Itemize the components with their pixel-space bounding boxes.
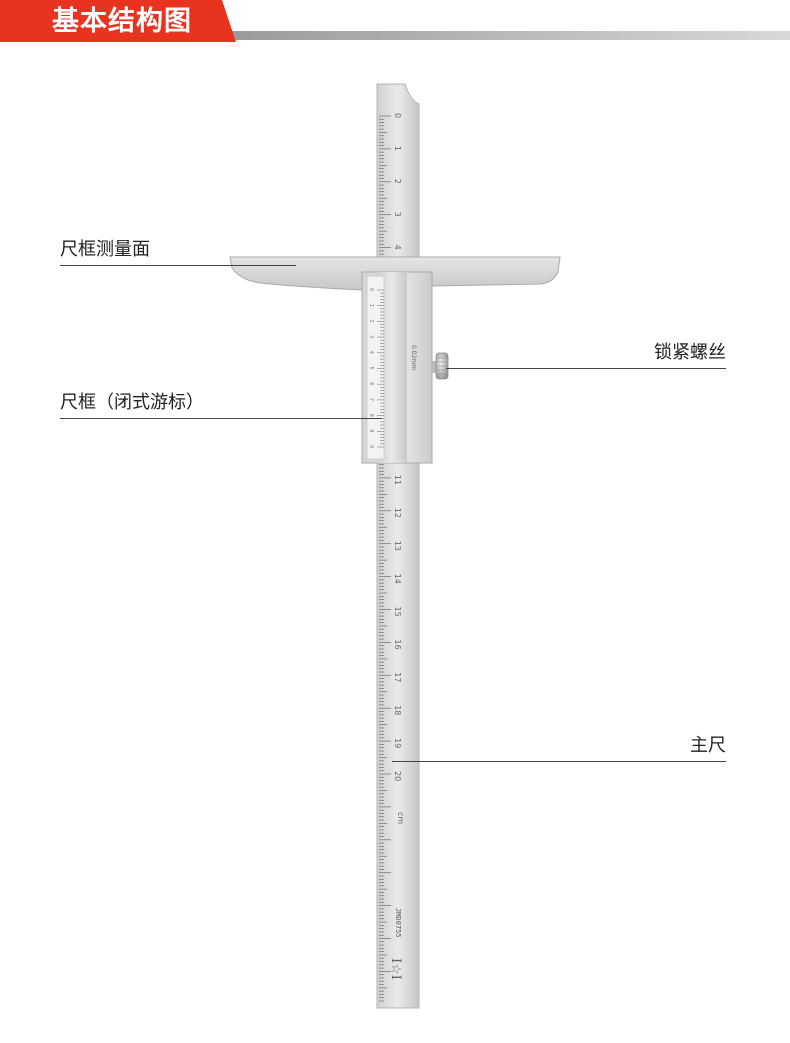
lock-screw-knurl	[437, 357, 447, 375]
vernier-number: 0	[368, 445, 374, 448]
vernier-ticks	[377, 289, 384, 448]
vernier-number: 5	[368, 367, 374, 370]
main-scale-number: 11	[393, 475, 402, 485]
vernier-numbers: 0 1 2 3 4 5 6 7 8 9 0	[368, 288, 374, 448]
main-scale-number: 12	[393, 508, 402, 518]
lock-screw-leader	[446, 368, 726, 369]
vernier-number: 2	[368, 319, 374, 322]
header-tab	[0, 0, 236, 42]
main-scale-number: 2	[393, 179, 402, 184]
header-bar: 基本结构图	[0, 0, 790, 42]
vernier-reading: 0.02mm	[410, 345, 417, 370]
vernier-number: 6	[368, 382, 374, 385]
main-scale-number: 18	[393, 705, 402, 715]
vernier-number: 1	[368, 304, 374, 307]
vernier-number: 9	[368, 429, 374, 432]
vernier-plate	[366, 275, 385, 460]
main-scale-number: 17	[393, 672, 402, 682]
main-scale-number: 19	[393, 738, 402, 748]
main-scale-leader	[392, 761, 726, 762]
main-scale-number: 14	[393, 574, 402, 584]
page-title: 基本结构图	[52, 6, 192, 37]
main-scale-number: 20	[393, 771, 402, 781]
main-scale-label: 主尺	[690, 735, 726, 756]
main-scale-number: 4	[393, 245, 402, 250]
header-divider-line	[228, 31, 790, 40]
main-scale-number: 16	[393, 639, 402, 649]
main-scale-number: 13	[393, 541, 402, 551]
main-scale-number: 1	[393, 146, 402, 151]
main-scale-number: 15	[393, 607, 402, 617]
model-code: JMD0755	[394, 908, 402, 938]
frame-leader	[60, 418, 382, 419]
lock-screw-label: 锁紧螺丝	[654, 342, 726, 363]
lock-screw-stem	[432, 361, 438, 373]
measuring-face-label: 尺框测量面	[60, 239, 150, 260]
vernier-number: 3	[368, 335, 374, 338]
measuring-face-leader	[60, 265, 296, 266]
main-scale-number: 0	[393, 113, 402, 118]
vernier-number: 0	[368, 288, 374, 291]
frame-label: 尺框（闭式游标）	[60, 392, 204, 413]
vernier-number: 8	[368, 414, 374, 417]
brand-logo: I☆I	[388, 958, 403, 980]
main-scale-number: 3	[393, 212, 402, 217]
unit-label: cm	[396, 812, 405, 824]
vernier-number: 4	[368, 351, 374, 354]
vernier-number: 7	[368, 398, 374, 401]
